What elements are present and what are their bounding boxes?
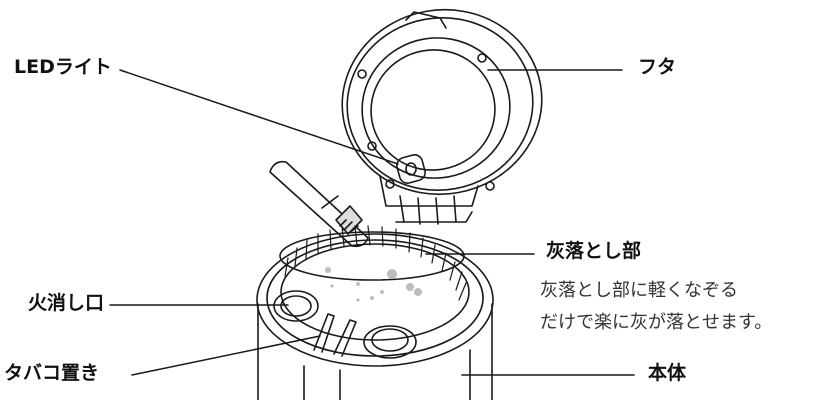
- extinguisher-hole: [273, 290, 319, 322]
- label-cigarette-rest: タバコ置き: [4, 362, 100, 384]
- lid: [341, 8, 543, 225]
- led-light: [396, 154, 426, 184]
- ash-drop-description-line1: 灰落とし部に軽くなぞる: [540, 280, 738, 301]
- ash-drop-description-line2: だけで楽に灰が落とせます。: [540, 312, 773, 333]
- cigarette-rest: [313, 313, 357, 357]
- ash-particles: [325, 267, 422, 302]
- label-ash-drop: 灰落とし部: [546, 240, 642, 262]
- ashtray-body: [256, 225, 494, 400]
- ash-drop-comb: [284, 225, 467, 301]
- label-led-light: LEDライト: [14, 56, 112, 78]
- leader-lines: [109, 69, 635, 376]
- cigarette-icon: [269, 160, 369, 248]
- label-extinguisher: 火消し口: [28, 292, 105, 314]
- label-body: 本体: [648, 362, 687, 384]
- label-lid: フタ: [638, 56, 677, 78]
